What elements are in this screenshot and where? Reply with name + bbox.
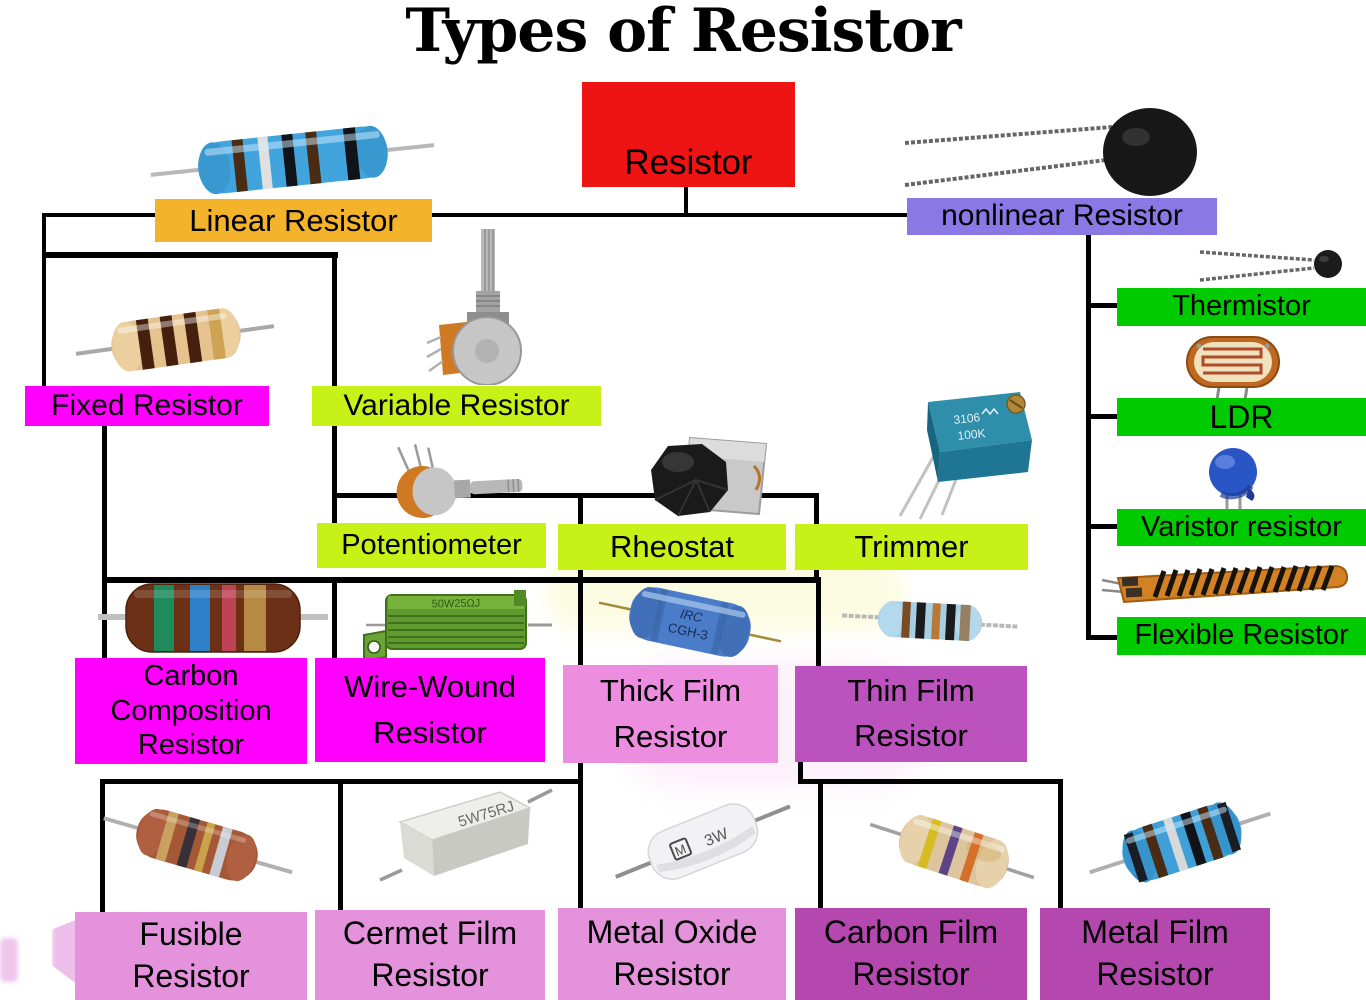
trimmer-marking: 3106 xyxy=(953,410,981,427)
ldr-photo xyxy=(1183,333,1283,401)
node-fusible-resistor[interactable]: Fusible Resistor xyxy=(75,912,307,1000)
node-ldr[interactable]: LDR xyxy=(1117,398,1366,436)
connector-line xyxy=(816,577,821,669)
connector-line xyxy=(332,577,337,661)
trimmer-photo: 3106 100K xyxy=(870,388,1035,523)
wire-wound-marking: 50W25ΩJ xyxy=(432,598,481,611)
connector-line xyxy=(798,779,1062,784)
fixed-resistor-photo xyxy=(70,282,281,399)
rheostat-photo xyxy=(638,432,778,527)
node-varistor-resistor[interactable]: Varistor resistor xyxy=(1117,509,1366,546)
node-wire-wound-resistor[interactable]: Wire-Wound Resistor xyxy=(315,658,545,762)
flexible-resistor-photo xyxy=(1100,560,1350,612)
wire-wound-photo: 50W25ΩJ xyxy=(358,585,553,663)
connector-line xyxy=(1086,524,1118,529)
connector-line xyxy=(818,779,823,910)
connector-line xyxy=(1086,234,1091,640)
connector-line xyxy=(42,252,338,258)
node-nonlinear-resistor[interactable]: nonlinear Resistor xyxy=(907,198,1217,235)
cermet-resistor-photo: 5W75RJ xyxy=(372,780,557,905)
connector-line xyxy=(100,779,105,914)
trimmer-marking: 100K xyxy=(957,426,986,443)
node-metal-film-resistor[interactable]: Metal Film Resistor xyxy=(1040,908,1270,1000)
node-trimmer[interactable]: Trimmer xyxy=(795,524,1028,570)
node-flexible-resistor[interactable]: Flexible Resistor xyxy=(1117,617,1366,655)
node-thin-film-resistor[interactable]: Thin Film Resistor xyxy=(795,666,1027,762)
fusible-resistor-photo xyxy=(95,788,300,906)
metal-film-resistor-photo xyxy=(146,103,438,217)
carbon-composition-photo xyxy=(98,578,328,658)
connector-line xyxy=(578,760,583,783)
connector-line xyxy=(1086,414,1118,419)
node-fixed-resistor[interactable]: Fixed Resistor xyxy=(25,386,269,426)
connector-line xyxy=(1058,779,1063,910)
metal-oxide-photo: M 3W xyxy=(605,780,800,905)
node-carbon-composition-resistor[interactable]: Carbon Composition Resistor xyxy=(75,658,307,764)
node-metal-oxide-resistor[interactable]: Metal Oxide Resistor xyxy=(558,908,786,1000)
thermistor-small-photo xyxy=(1198,238,1348,290)
thick-film-photo: IRC CGH-3 xyxy=(588,559,792,685)
metal-film-photo xyxy=(1085,782,1275,904)
connector-line xyxy=(1086,303,1118,308)
node-rheostat[interactable]: Rheostat xyxy=(558,524,786,570)
connector-line xyxy=(42,213,46,388)
carbon-film-photo xyxy=(862,795,1042,907)
connector-line xyxy=(578,577,583,667)
node-carbon-film-resistor[interactable]: Carbon Film Resistor xyxy=(795,908,1027,1000)
connector-line xyxy=(102,577,821,583)
connector-line xyxy=(684,187,688,216)
node-thick-film-resistor[interactable]: Thick Film Resistor xyxy=(563,665,778,763)
node-thermistor[interactable]: Thermistor xyxy=(1117,288,1366,326)
node-linear-resistor[interactable]: Linear Resistor xyxy=(155,199,432,242)
node-resistor[interactable]: Resistor xyxy=(582,82,795,187)
node-resistor-label: Resistor xyxy=(624,142,753,182)
connector-line xyxy=(102,424,107,581)
connector-line xyxy=(798,760,803,783)
node-potentiometer[interactable]: Potentiometer xyxy=(317,523,546,568)
connector-line xyxy=(332,252,337,388)
connector-line xyxy=(332,493,819,498)
page-title: Types of Resistor xyxy=(405,0,961,66)
connector-line xyxy=(338,779,343,912)
connector-line xyxy=(332,424,337,526)
thermistor-photo xyxy=(900,105,1200,200)
node-variable-resistor[interactable]: Variable Resistor xyxy=(312,386,601,426)
connector-line xyxy=(1086,635,1118,640)
thick-film-marking: IRC xyxy=(679,606,705,625)
node-cermet-film-resistor[interactable]: Cermet Film Resistor xyxy=(315,910,545,1000)
metal-oxide-logo: M xyxy=(673,841,689,859)
thin-film-photo xyxy=(839,585,1022,656)
potentiometer-side-photo xyxy=(368,433,552,527)
varistor-photo xyxy=(1205,446,1263,510)
potentiometer-photo xyxy=(425,225,550,385)
connector-line xyxy=(44,213,910,217)
connector-line xyxy=(578,779,583,910)
watermark-blob xyxy=(0,938,18,982)
